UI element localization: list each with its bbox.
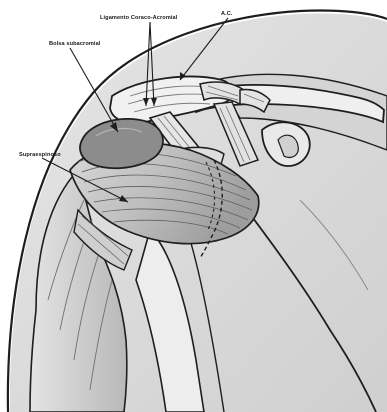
label-supraspinatus: Supraespinoso [19,152,61,158]
label-subacromial-bursa: Bolsa subacromial [49,41,100,47]
label-coracoacromial-ligament: Ligamento Coraco-Acromial [100,15,177,21]
label-ac: A.C. [221,11,233,17]
